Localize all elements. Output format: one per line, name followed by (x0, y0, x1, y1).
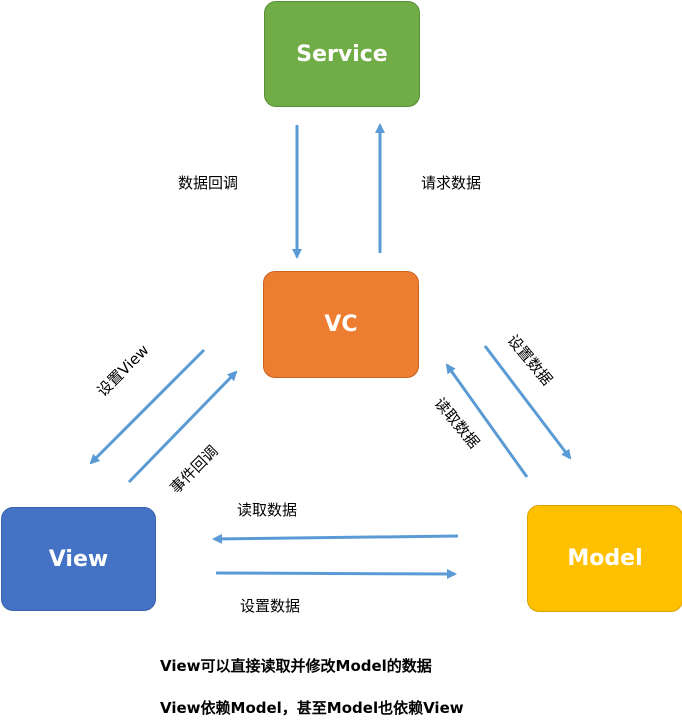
label-service-to-vc: 数据回调 (178, 174, 239, 192)
arrow-view-to-vc (127, 370, 238, 484)
arrow-vc-to-view (89, 348, 206, 465)
arrow-vc-to-model (483, 345, 572, 460)
arrow-model-to-view (212, 533, 459, 544)
note-1: View可以直接读取并修改Model的数据 (160, 657, 432, 675)
view-node: View (1, 507, 156, 611)
arrow-model-to-vc (445, 363, 529, 478)
view-label: View (48, 546, 109, 572)
label-view-to-model: 设置数据 (240, 597, 301, 615)
vc-node: VC (263, 271, 419, 378)
arrow-view-to-model (215, 568, 457, 579)
note-2: View依赖Model，甚至Model也依赖View (160, 699, 464, 717)
label-model-to-view: 读取数据 (237, 501, 298, 519)
service-node: Service (264, 1, 420, 107)
service-label: Service (296, 41, 388, 67)
vc-label: VC (324, 312, 358, 337)
label-vc-to-service: 请求数据 (421, 174, 482, 192)
model-label: Model (567, 546, 643, 571)
model-node: Model (527, 505, 682, 612)
